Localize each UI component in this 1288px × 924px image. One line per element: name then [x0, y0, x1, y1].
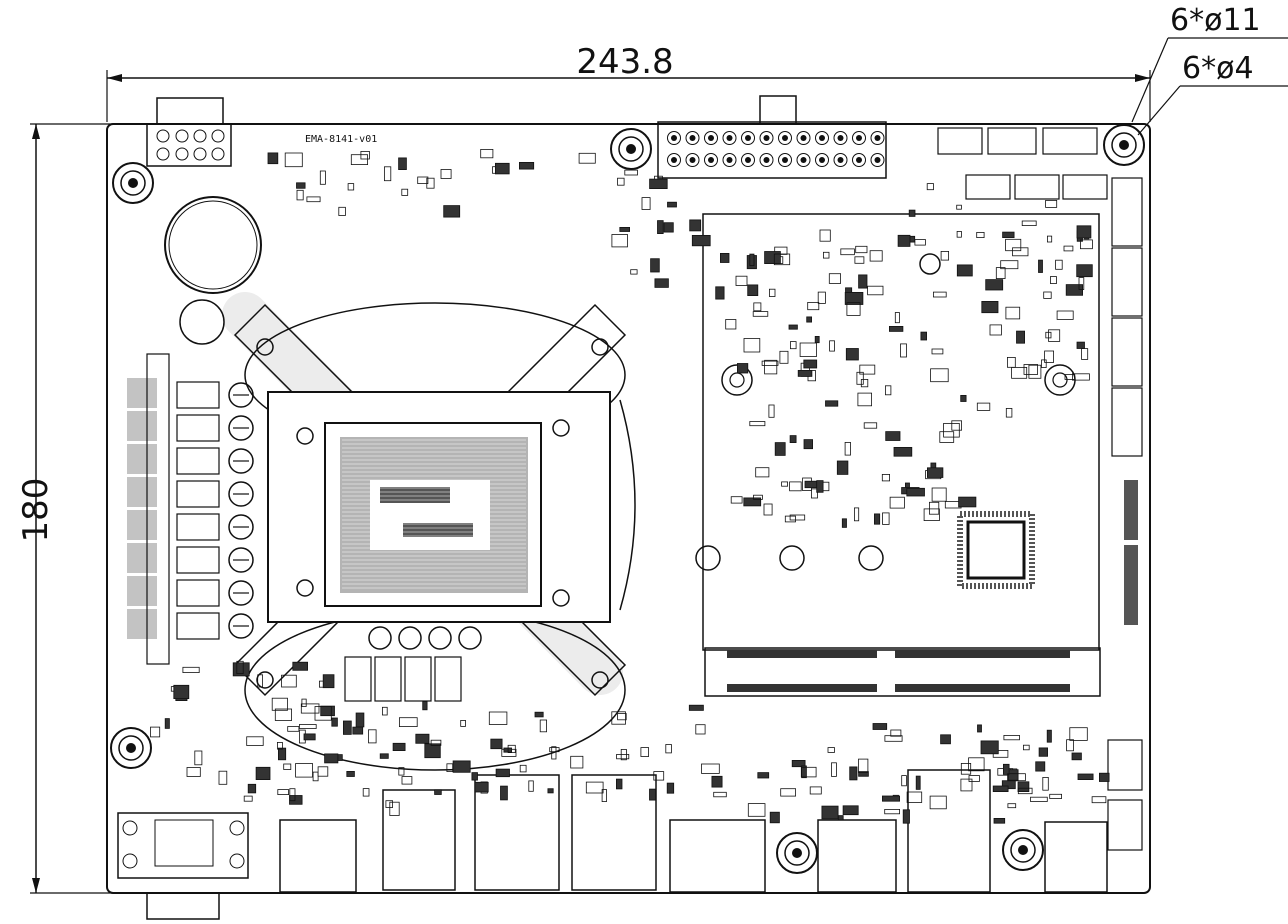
- mounting-holes: [110, 124, 1145, 874]
- mount-hole-top-mid: [610, 128, 652, 170]
- cpu-socket-area: [222, 292, 636, 771]
- right-edge-connectors: [1107, 177, 1143, 851]
- vga-connector: [669, 819, 766, 893]
- usb-lan-stack-1: [382, 789, 456, 891]
- hole-callouts: 6*ø11 6*ø4: [1131, 3, 1288, 136]
- board-outline: [106, 95, 1151, 920]
- display-port-connector: [279, 819, 357, 893]
- serial-port-connector: [117, 812, 249, 879]
- usb-lan-stack-3: [571, 774, 657, 891]
- height-dimension-label: 180: [16, 478, 56, 543]
- width-dimension: 243.8: [106, 42, 1151, 122]
- display-connector: [817, 819, 897, 893]
- callout-mount-hole-outer: 6*ø11: [1170, 3, 1261, 38]
- mount-hole-bottom-right: [1002, 829, 1044, 871]
- height-dimension: 180: [16, 123, 120, 894]
- usb-lan-stack-2: [474, 774, 560, 891]
- audio-stack: [907, 769, 991, 893]
- memory-slot: [704, 647, 1101, 697]
- mount-hole-bottom-mid: [776, 832, 818, 874]
- dc-jack: [1044, 821, 1108, 893]
- module-area: [695, 213, 1100, 651]
- power-connector-8pin: [146, 123, 232, 167]
- mount-hole-bottom-left: [110, 727, 152, 769]
- width-dimension-label: 243.8: [576, 42, 673, 82]
- fan-headers: [937, 127, 1108, 200]
- battery: [164, 196, 262, 345]
- power-connector-24pin: [657, 121, 887, 179]
- vrm-column: [127, 353, 482, 702]
- mount-hole-top-left: [112, 162, 154, 204]
- mount-hole-top-right: [1103, 124, 1145, 166]
- components: [150, 148, 1110, 824]
- board-model-label: EMA-8141-v01: [305, 134, 377, 145]
- rear-io: [117, 769, 1108, 893]
- callout-mount-hole-inner: 6*ø4: [1182, 51, 1254, 86]
